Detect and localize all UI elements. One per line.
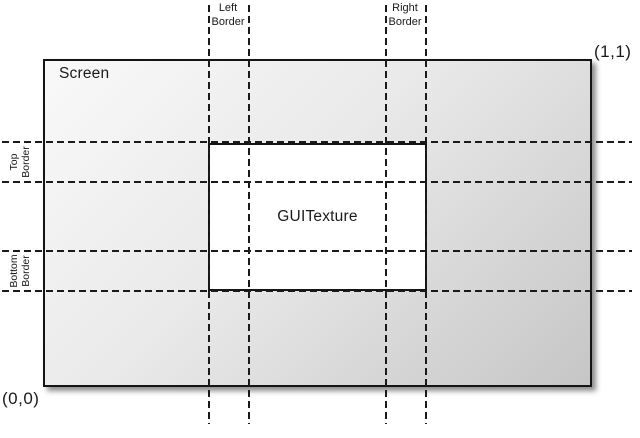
bottom-border-label: Bottom Border <box>3 251 37 291</box>
coordinate-bottom-left: (0,0) <box>2 389 40 408</box>
top-border-label-line1: Top <box>7 153 20 171</box>
left-border-label: Left Border <box>202 1 254 30</box>
screen-label: Screen <box>59 65 110 82</box>
top-border-label: Top Border <box>3 142 37 182</box>
top-border-outer-line <box>2 141 632 143</box>
right-border-outer-line <box>425 5 427 424</box>
bottom-border-label-text: Bottom Border <box>8 254 32 287</box>
top-border-label-line2: Border <box>20 146 32 178</box>
bottom-border-inner-line <box>2 250 632 252</box>
coordinate-top-right: (1,1) <box>594 42 632 61</box>
bottom-border-outer-line <box>2 290 632 292</box>
right-border-label: Right Border <box>379 1 431 30</box>
bottom-border-label-line1: Bottom <box>7 254 20 288</box>
guitexture-box: GUITexture <box>208 143 427 291</box>
top-border-inner-line <box>2 181 632 183</box>
left-border-outer-line <box>208 5 210 424</box>
right-border-label-line2: Border <box>388 16 422 29</box>
left-border-label-line1: Left <box>218 2 238 14</box>
guitexture-label: GUITexture <box>277 208 358 225</box>
right-border-inner-line <box>385 5 387 424</box>
bottom-border-label-line2: Border <box>20 255 32 287</box>
top-border-label-text: Top Border <box>8 146 32 178</box>
left-border-label-line2: Border <box>211 16 245 29</box>
left-border-inner-line <box>248 5 250 424</box>
right-border-label-line1: Right <box>392 2 418 14</box>
